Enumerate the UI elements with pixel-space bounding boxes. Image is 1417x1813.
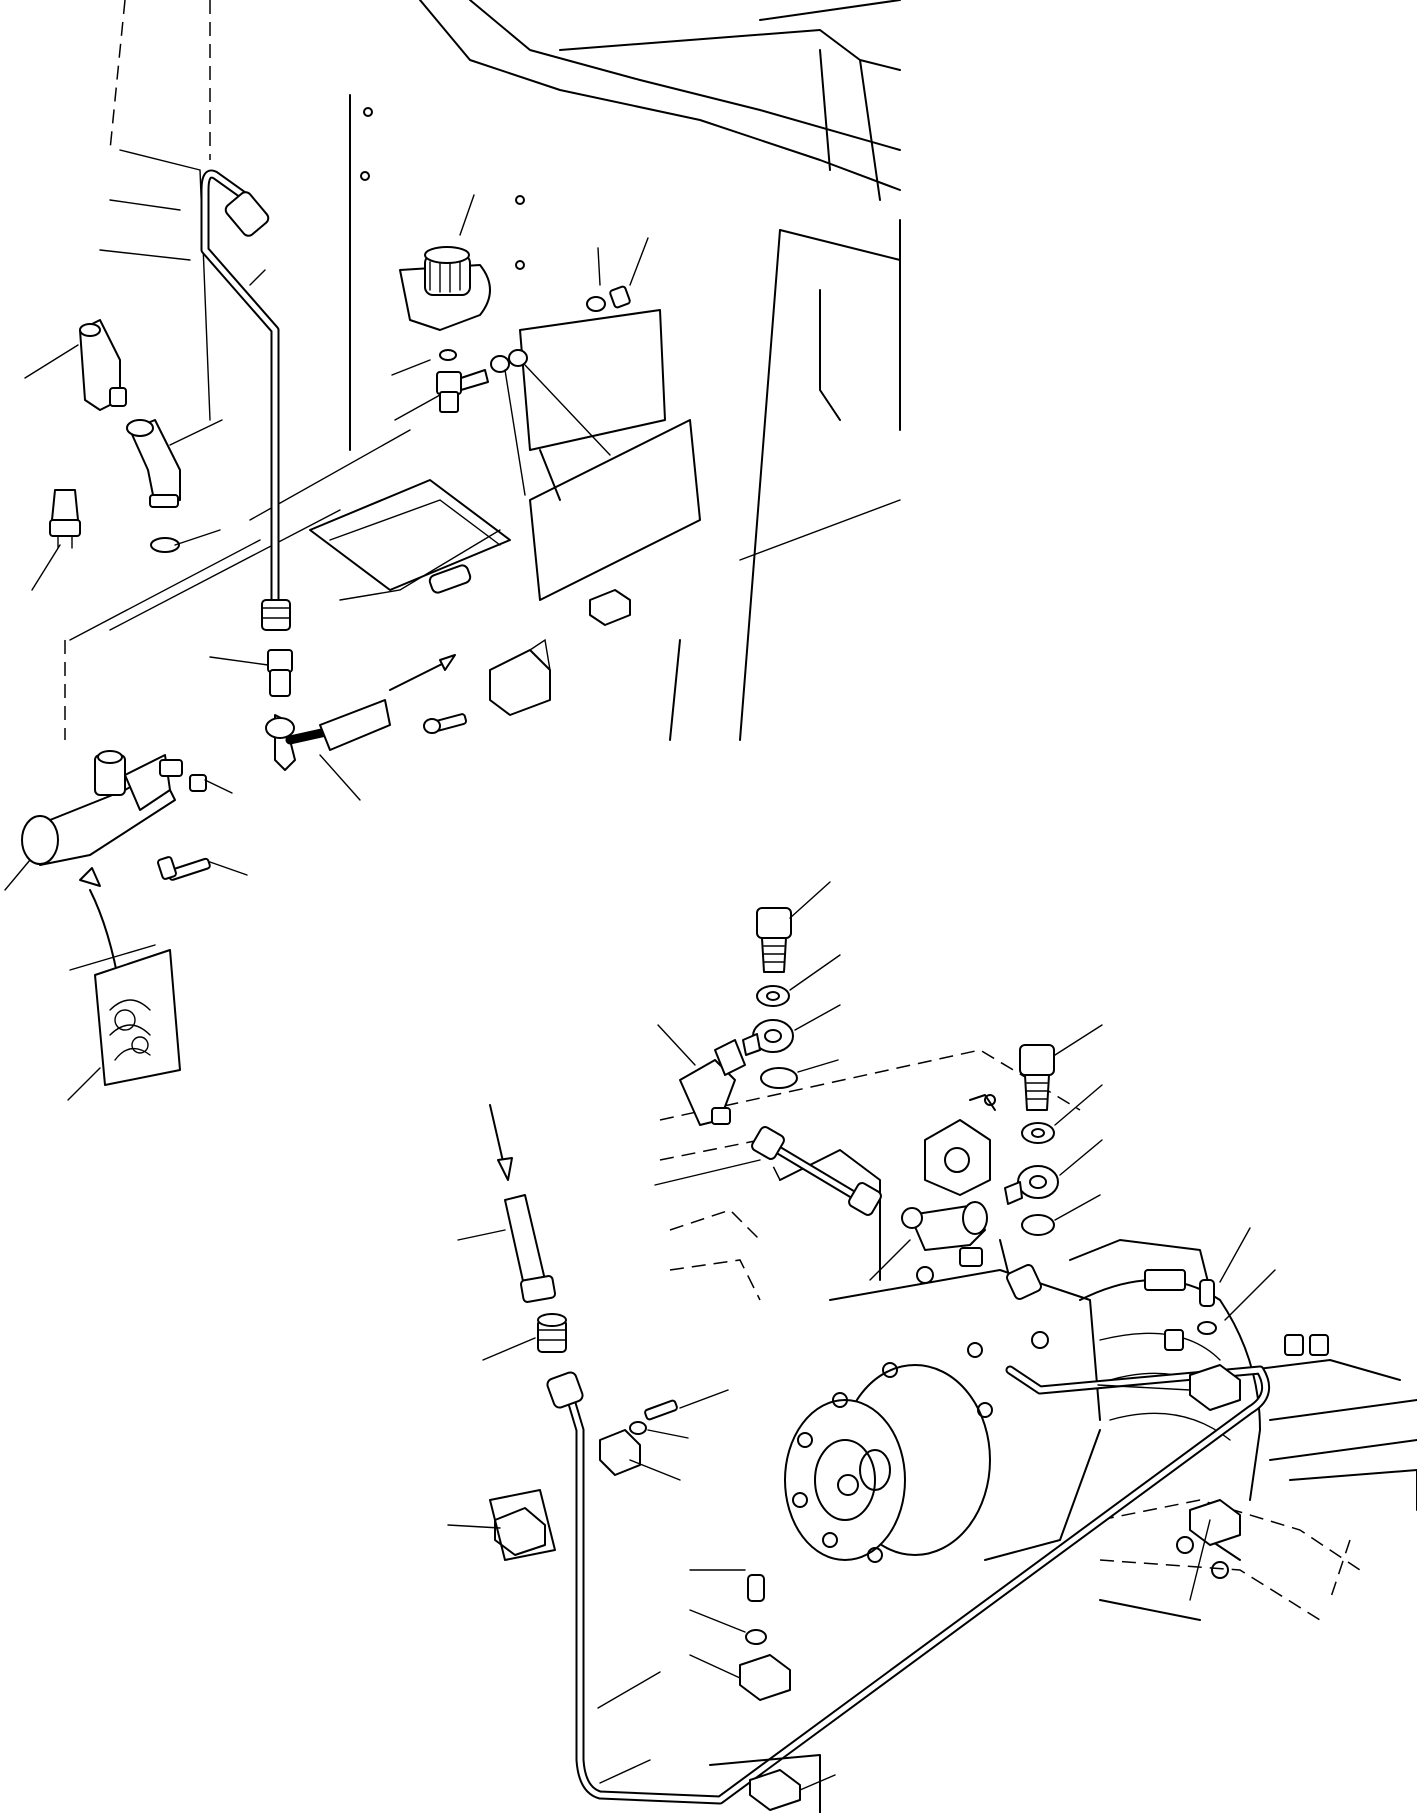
- clamp-d: [709, 1754, 821, 1813]
- reservoir-cap: [399, 246, 491, 331]
- banjo-fitting-a: [742, 1019, 794, 1056]
- clamp-b: [489, 1489, 556, 1561]
- clamp-c: [739, 1574, 791, 1701]
- hose: [265, 654, 456, 771]
- elbow-a: [679, 1039, 746, 1126]
- grease-tube: [94, 949, 181, 1086]
- pressure-switch: [49, 319, 127, 549]
- clamp-block: [589, 589, 631, 626]
- long-pipe: [546, 1264, 1271, 1805]
- vertical-pipe: [489, 1104, 557, 1303]
- tee-fitting: [901, 1201, 988, 1267]
- banjo-bolt-a: [756, 907, 792, 973]
- lower-assembly: [489, 907, 1417, 1813]
- bracket: [489, 638, 551, 716]
- axle-housing: [659, 1049, 1417, 1621]
- cab-panel-background: [64, 0, 901, 741]
- short-pipe: [751, 1126, 882, 1216]
- upper-assembly: [21, 169, 631, 1086]
- lower-leader-lines: [447, 881, 1276, 1791]
- washer-a2: [760, 1067, 798, 1089]
- o-ring: [150, 537, 180, 553]
- clamp-f: [1189, 1499, 1241, 1546]
- washer: [586, 296, 606, 312]
- union-fitting: [267, 649, 293, 697]
- upper-leader-lines: [4, 194, 649, 1101]
- washer-b: [1021, 1122, 1055, 1144]
- nut: [609, 285, 631, 309]
- washer-a: [756, 985, 790, 1007]
- banjo-bolt-b: [1019, 1044, 1055, 1111]
- bolt: [157, 856, 211, 881]
- brake-pipe-upper: [200, 169, 291, 631]
- washer-b2: [1021, 1214, 1055, 1236]
- washer-pair: [490, 349, 528, 373]
- clamp-e: [1189, 1279, 1241, 1411]
- elbow-connector-small: [436, 349, 489, 413]
- elbow-connector: [126, 419, 181, 508]
- nut-small: [189, 774, 207, 792]
- banjo-fitting-b: [1004, 1165, 1059, 1205]
- master-cylinder: [21, 750, 183, 866]
- screw: [423, 713, 468, 734]
- clamp-a: [599, 1399, 678, 1476]
- union-lower: [537, 1313, 567, 1353]
